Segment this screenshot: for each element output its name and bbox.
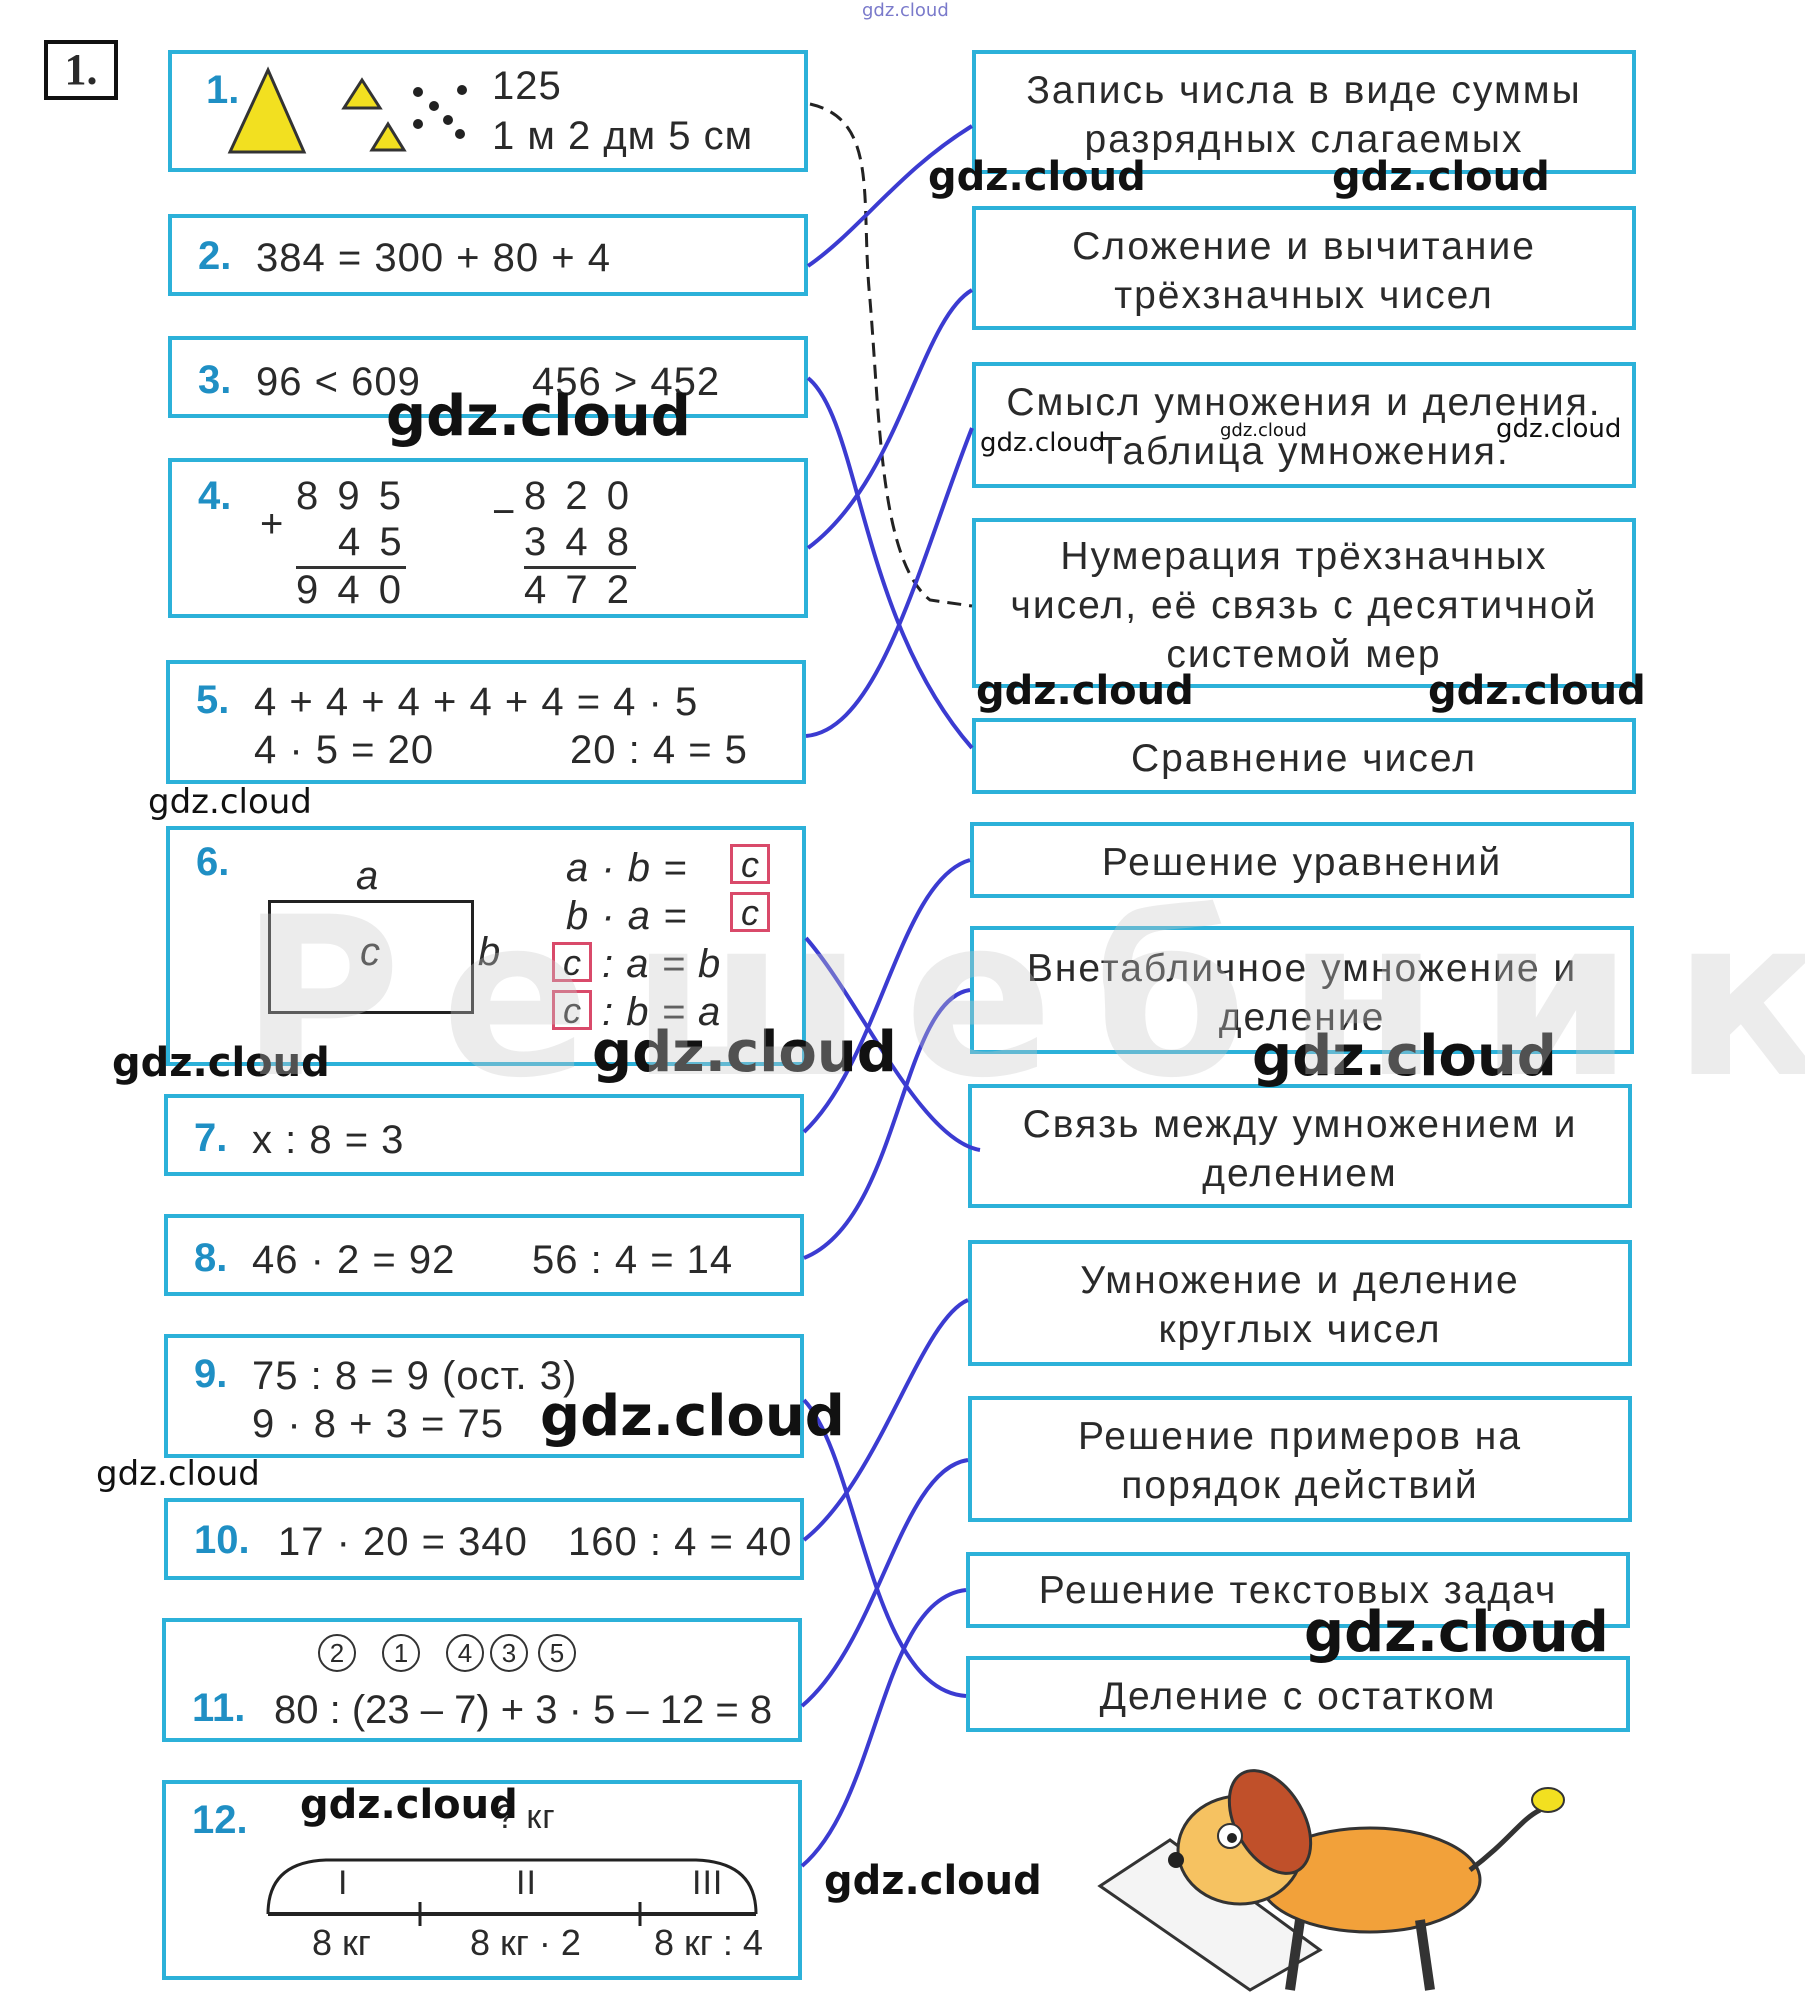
top-watermark: gdz.cloud: [862, 0, 949, 21]
order-circles: 21435: [318, 1634, 602, 1672]
line-3-to-5: [808, 378, 972, 748]
item-number: 8.: [194, 1236, 227, 1281]
length-text: 1 м 2 дм 5 см: [492, 114, 753, 159]
product: 4 · 5 = 20: [254, 728, 434, 773]
expression: 384 = 300 + 80 + 4: [256, 236, 611, 281]
watermark: gdz.cloud: [386, 384, 691, 449]
big-watermark: Решебник: [240, 870, 1805, 1126]
item-number: 11.: [192, 1686, 245, 1731]
quotient: 56 : 4 = 14: [532, 1238, 733, 1283]
left-box-1: 1. 125 1 м 2 дм 5 см: [168, 50, 808, 172]
segment-2-label: II: [516, 1864, 537, 1903]
line-5-to-3: [806, 428, 972, 736]
add-result: 9 4 0: [296, 568, 405, 613]
sub-result: 4 7 2: [524, 568, 633, 613]
left-box-4: 4. + 8 9 5 4 5 9 4 0 − 8 2 0 3 4 8 4 7 2: [168, 458, 808, 618]
sub-s1: 8 2 0: [524, 474, 633, 519]
plus-sign: +: [260, 502, 284, 547]
watermark: gdz.cloud: [1304, 1600, 1609, 1665]
watermark: gdz.cloud: [824, 1858, 1042, 1904]
add-a2: 4 5: [338, 520, 406, 565]
watermark: gdz.cloud: [976, 668, 1194, 714]
quotient: 20 : 4 = 5: [570, 728, 748, 773]
division-remainder: 75 : 8 = 9 (ост. 3): [252, 1354, 577, 1399]
watermark: gdz.cloud: [1332, 154, 1550, 200]
item-number: 2.: [198, 234, 231, 279]
left-box-5: 5. 4 + 4 + 4 + 4 + 4 = 4 · 5 4 · 5 = 20 …: [166, 660, 806, 784]
minus-sign: −: [492, 490, 516, 535]
watermark: gdz.cloud: [980, 428, 1105, 458]
add-a1: 8 9 5: [296, 474, 405, 519]
watermark: gdz.cloud: [1428, 668, 1646, 714]
topic-text: Деление с остатком: [970, 1672, 1626, 1721]
item-number: 10.: [194, 1518, 250, 1563]
product: 46 · 2 = 92: [252, 1238, 455, 1283]
item-number: 5.: [196, 678, 229, 723]
topic-text: Сравнение чисел: [976, 734, 1632, 783]
watermark: gdz.cloud: [1220, 420, 1307, 441]
line-12-to-11: [802, 1590, 966, 1866]
expression: 80 : (23 – 7) + 3 · 5 – 12 = 8: [274, 1688, 772, 1733]
sum-expression: 4 + 4 + 4 + 4 + 4 = 4 · 5: [254, 680, 698, 725]
segment-3-label: III: [692, 1864, 723, 1903]
item-number: 7.: [194, 1116, 227, 1161]
line-11-to-10: [802, 1460, 968, 1706]
topic-text: Решение примеров напорядок действий: [972, 1412, 1628, 1510]
quotient: 160 : 4 = 40: [568, 1520, 792, 1565]
check: 9 · 8 + 3 = 75: [252, 1402, 504, 1447]
right-box-12: Деление с остатком: [966, 1656, 1630, 1732]
watermark: gdz.cloud: [540, 1384, 845, 1449]
watermark: gdz.cloud: [96, 1454, 260, 1494]
left-box-8: 8. 46 · 2 = 92 56 : 4 = 14: [164, 1214, 804, 1296]
right-box-5: Сравнение чисел: [972, 718, 1636, 794]
watermark: gdz.cloud: [1496, 414, 1621, 444]
item-number: 6.: [196, 840, 229, 885]
watermark: gdz.cloud: [300, 1782, 518, 1828]
item-number: 9.: [194, 1352, 227, 1397]
sub-s2: 3 4 8: [524, 520, 633, 565]
watermark: gdz.cloud: [928, 154, 1146, 200]
topic-text: Запись числа в виде суммыразрядных слага…: [976, 66, 1632, 164]
value-1: 8 кг: [312, 1922, 371, 1964]
value-2: 8 кг · 2: [470, 1922, 581, 1964]
value-3: 8 кг : 4: [654, 1922, 763, 1964]
item-number: 3.: [198, 358, 231, 403]
left-box-2: 2. 384 = 300 + 80 + 4: [168, 214, 808, 296]
left-box-10: 10. 17 · 20 = 340 160 : 4 = 40: [164, 1498, 804, 1580]
item-number: 4.: [198, 474, 231, 519]
product: 17 · 20 = 340: [278, 1520, 528, 1565]
task-number: 1.: [44, 40, 118, 100]
number-125: 125: [492, 64, 562, 109]
watermark: gdz.cloud: [148, 782, 312, 822]
line-4-to-2: [808, 290, 972, 548]
segment-1-label: I: [338, 1864, 348, 1903]
